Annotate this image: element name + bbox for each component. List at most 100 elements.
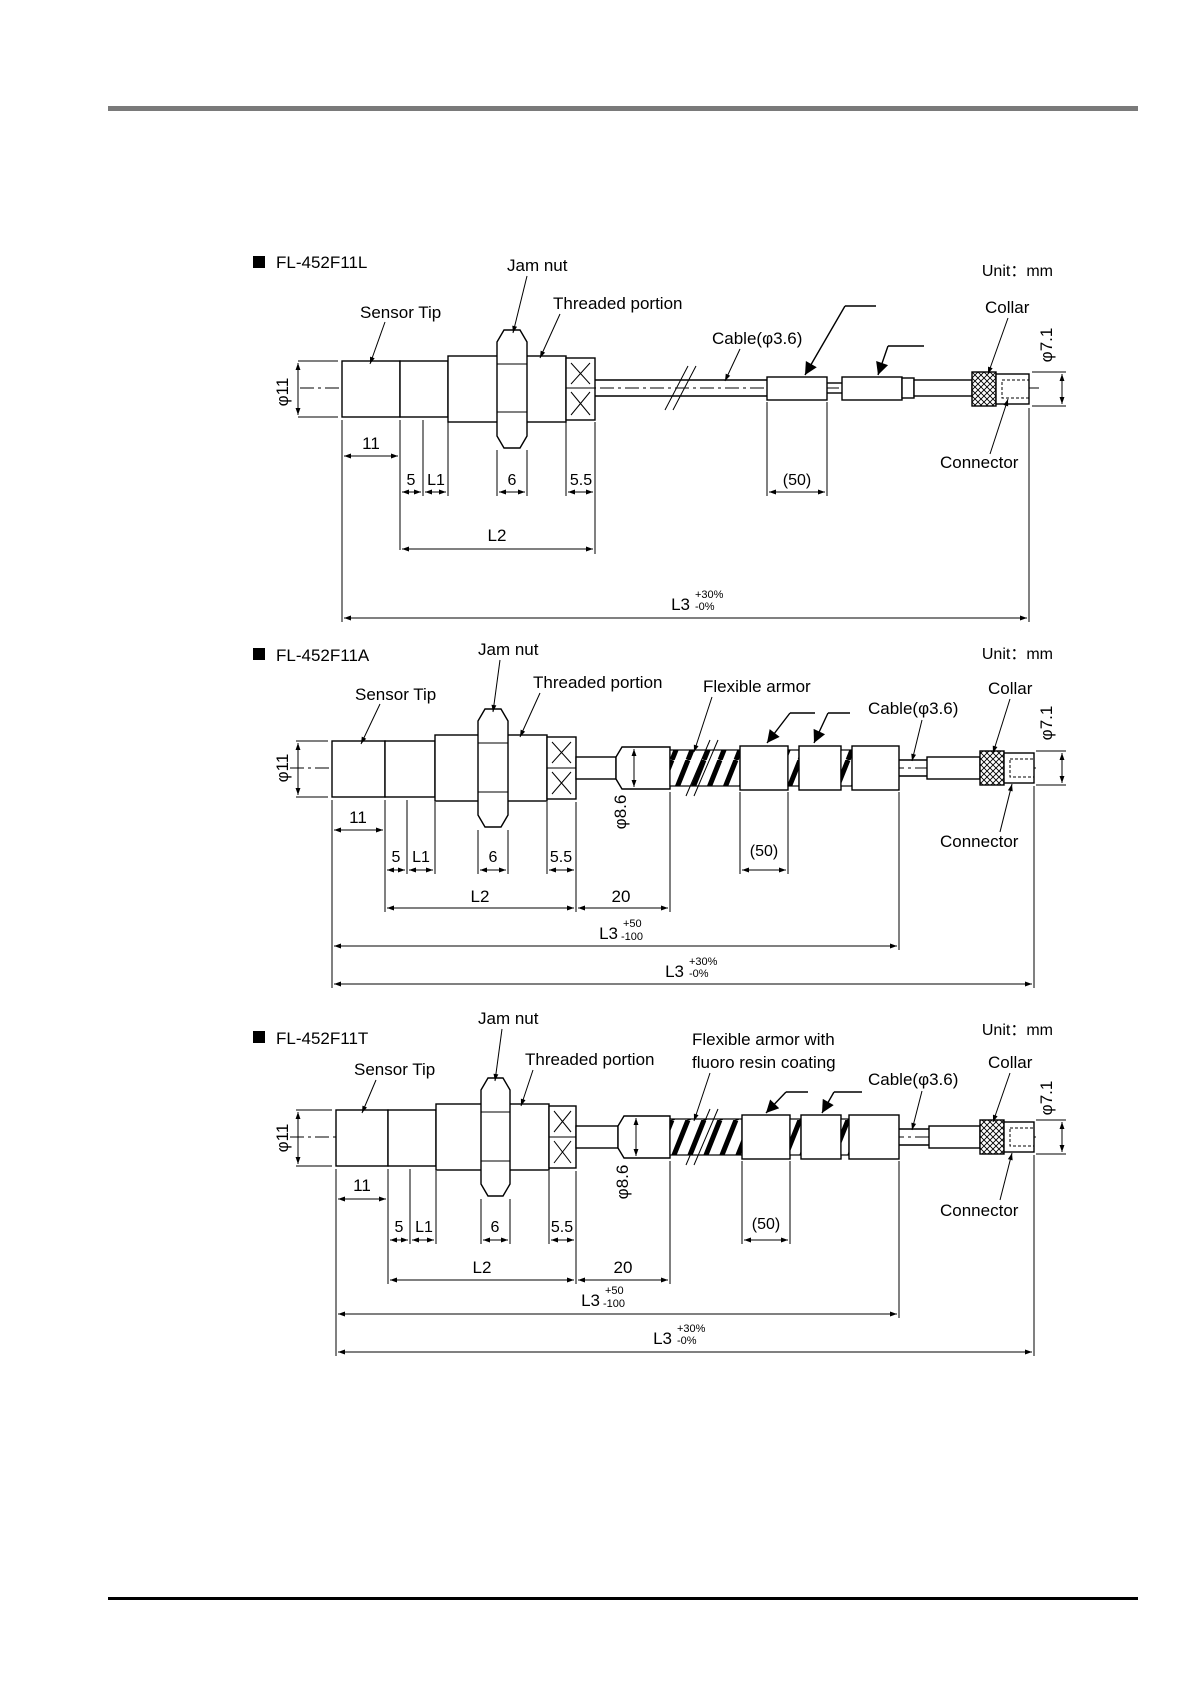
footer-rule xyxy=(108,1597,1138,1600)
armor-marker xyxy=(800,1114,842,1160)
dim-l2: L2 xyxy=(471,887,490,906)
dim-l1: L1 xyxy=(415,1219,433,1236)
label-threaded-portion: Threaded portion xyxy=(525,1050,654,1069)
dim-tip-length: 11 xyxy=(353,1176,371,1195)
dim-marker: (50) xyxy=(750,843,778,860)
dim-tip-length: 11 xyxy=(362,434,380,453)
armor-ferrule xyxy=(617,1115,671,1159)
dim-20: 20 xyxy=(614,1258,633,1277)
dim-hex: 5.5 xyxy=(551,1219,573,1236)
label-sensor-tip: Sensor Tip xyxy=(355,685,436,704)
dim-l1: L1 xyxy=(412,849,430,866)
dim-l3-armor-tol-dn: -100 xyxy=(603,1298,625,1310)
label-collar: Collar xyxy=(988,679,1033,698)
armor-marker xyxy=(741,1114,791,1160)
label-armor-line1: Flexible armor with xyxy=(692,1030,835,1049)
label-jam-nut: Jam nut xyxy=(478,640,539,659)
dim-hex: 5.5 xyxy=(570,472,592,489)
dim-l3-armor-tol-up: +50 xyxy=(605,1285,624,1297)
dim-l3: L3 xyxy=(665,962,684,981)
unit-label: Unit：mm xyxy=(982,263,1053,280)
header-rule xyxy=(108,106,1138,111)
collar xyxy=(971,371,997,407)
hex-end xyxy=(565,357,596,421)
diagram-fl-452f11t: FL-452F11T Unit：mm Sensor Tip Jam nut Th… xyxy=(253,1009,1066,1356)
dim-5: 5 xyxy=(395,1219,404,1236)
dim-l3-tol-up: +30% xyxy=(695,589,724,601)
dim-dia-body: φ11 xyxy=(273,754,292,783)
armor-marker xyxy=(798,745,842,791)
armor-ferrule xyxy=(615,746,671,790)
connector xyxy=(1003,1121,1035,1153)
dim-l2: L2 xyxy=(488,526,507,545)
label-collar: Collar xyxy=(988,1053,1033,1072)
flexible-armor xyxy=(669,749,741,787)
dim-l3-armor: L3 xyxy=(599,924,618,943)
unit-label: Unit：mm xyxy=(982,646,1053,663)
sensor-body xyxy=(387,1109,437,1167)
dim-tip-length: 11 xyxy=(349,808,367,827)
diagram-fl-452f11a: FL-452F11A Unit：mm Sensor Tip Jam nut Th… xyxy=(253,640,1066,988)
armor-end xyxy=(848,1114,900,1160)
model-name: FL-452F11A xyxy=(276,646,370,665)
label-cable: Cable(φ3.6) xyxy=(868,1070,958,1089)
label-cable: Cable(φ3.6) xyxy=(712,329,802,348)
jam-nut xyxy=(480,1077,511,1197)
jam-nut xyxy=(496,329,528,449)
dim-dia-armor: φ8.6 xyxy=(613,1165,632,1200)
dim-dia-body: φ11 xyxy=(273,378,292,407)
label-jam-nut: Jam nut xyxy=(478,1009,539,1028)
dim-nut: 6 xyxy=(508,472,517,489)
dim-l3-armor-tol-dn: -100 xyxy=(621,931,643,943)
collar xyxy=(979,1119,1005,1155)
bullet-square-icon xyxy=(253,256,265,268)
dim-l3-tol-dn: -0% xyxy=(689,968,709,980)
dim-l2: L2 xyxy=(473,1258,492,1277)
connector xyxy=(1003,752,1035,784)
dim-nut: 6 xyxy=(489,849,498,866)
sensor-tip xyxy=(341,360,401,418)
label-flexible-armor: Flexible armor xyxy=(703,677,811,696)
sensor-tip xyxy=(331,740,386,798)
dim-l1: L1 xyxy=(427,472,445,489)
connector xyxy=(995,373,1030,405)
dim-l3: L3 xyxy=(671,595,690,614)
dim-dia-collar: φ7.1 xyxy=(1037,1081,1056,1116)
bullet-square-icon xyxy=(253,648,265,660)
dim-l3-tol-dn: -0% xyxy=(677,1335,697,1347)
model-name: FL-452F11L xyxy=(276,253,367,272)
label-sensor-tip: Sensor Tip xyxy=(360,303,441,322)
dim-l3: L3 xyxy=(653,1329,672,1348)
label-collar: Collar xyxy=(985,298,1030,317)
dim-dia-body: φ11 xyxy=(273,1124,292,1153)
label-cable: Cable(φ3.6) xyxy=(868,699,958,718)
sensor-body xyxy=(399,360,449,418)
label-armor-line2: fluoro resin coating xyxy=(692,1053,836,1072)
cable-marker xyxy=(841,376,903,401)
label-sensor-tip: Sensor Tip xyxy=(354,1060,435,1079)
label-threaded-portion: Threaded portion xyxy=(533,673,662,692)
dim-l3-armor-tol-up: +50 xyxy=(623,918,642,930)
dim-dia-collar: φ7.1 xyxy=(1037,328,1056,363)
dim-5: 5 xyxy=(392,849,401,866)
label-connector: Connector xyxy=(940,832,1019,851)
armor-end xyxy=(851,745,900,791)
cable-marker xyxy=(766,376,828,401)
dim-l3-tol-up: +30% xyxy=(689,956,718,968)
label-connector: Connector xyxy=(940,1201,1019,1220)
unit-label: Unit：mm xyxy=(982,1022,1053,1039)
model-name: FL-452F11T xyxy=(276,1029,368,1048)
dim-l3-tol-up: +30% xyxy=(677,1323,706,1335)
sensor-tip xyxy=(335,1109,389,1167)
armor-marker xyxy=(739,745,789,791)
label-connector: Connector xyxy=(940,453,1019,472)
dim-dia-armor: φ8.6 xyxy=(611,795,630,830)
dim-dia-collar: φ7.1 xyxy=(1037,706,1056,741)
dim-l3-tol-dn: -0% xyxy=(695,601,715,613)
dim-hex: 5.5 xyxy=(550,849,572,866)
dim-marker: (50) xyxy=(752,1216,780,1233)
dim-nut: 6 xyxy=(491,1219,500,1236)
collar xyxy=(979,750,1005,786)
bullet-square-icon xyxy=(253,1031,265,1043)
